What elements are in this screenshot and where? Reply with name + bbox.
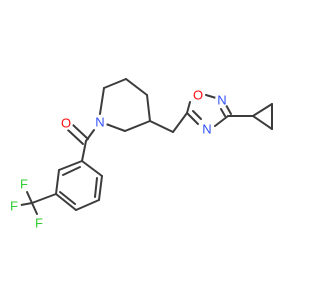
piperidine-nitrogen-label: N <box>95 115 104 130</box>
bond-ar6-ar1 <box>58 160 83 171</box>
bond-n2-c3-double-a <box>225 104 232 115</box>
fluorine-top-backdrop <box>17 177 31 191</box>
bond-ar5-cf3 <box>31 193 57 204</box>
bond-carbonyl-to-aryl <box>81 140 87 162</box>
bond-n2-c3-double-b <box>220 108 226 117</box>
bond-c5-c6 <box>103 78 127 89</box>
bond-c6-n <box>99 87 105 115</box>
bond-o1-n2 <box>205 94 217 99</box>
fluorine-left-backdrop <box>7 199 21 213</box>
bond-carbonyl-double-a <box>72 124 89 140</box>
bond-cf3-f-left <box>20 202 33 206</box>
bond-cp-a-c <box>252 115 273 130</box>
fluorine-top-atom: F <box>17 177 31 192</box>
oxadiazole-oxygen-backdrop <box>191 88 205 102</box>
bond-ar6-ar1-inner <box>62 166 81 176</box>
fluorine-top-label: F <box>20 177 28 192</box>
fluorine-bottom-atom: F <box>32 216 46 231</box>
bond-ar2-ar3-inner <box>94 177 98 198</box>
fluorine-left-atom: F <box>7 199 21 214</box>
bond-c3-c4 <box>146 94 151 122</box>
oxadiazole-nitrogen-top-atom: N <box>215 93 229 108</box>
bond-ar5-ar6 <box>55 169 60 195</box>
piperidine-nitrogen-backdrop <box>93 115 107 129</box>
carbonyl-oxygen-backdrop <box>59 116 73 130</box>
bond-cp-a-b <box>252 103 273 117</box>
bond-c4-c5 <box>125 78 148 96</box>
oxadiazole-oxygen-atom: O <box>191 88 205 103</box>
oxadiazole-nitrogen-top-label: N <box>217 93 226 108</box>
bond-ar1-ar2 <box>81 160 103 177</box>
bond-ar3-ar4 <box>75 199 100 211</box>
bond-layer <box>20 78 273 215</box>
bond-cf3-f-top <box>26 191 33 204</box>
fluorine-bottom-backdrop <box>32 216 46 230</box>
piperidine-nitrogen-atom: N <box>93 115 107 130</box>
oxadiazole-nitrogen-bottom-backdrop <box>200 122 214 136</box>
bond-carbonyl-double-b <box>67 129 84 145</box>
bond-carbonyl-to-n <box>85 129 95 142</box>
bond-c5-o1 <box>186 101 191 114</box>
bond-c3-ch2 <box>149 120 174 133</box>
bond-n-c2 <box>105 123 126 132</box>
bond-ch2-oxadiazole <box>172 112 188 133</box>
bond-n4-c5-double-b <box>192 110 202 120</box>
oxadiazole-nitrogen-bottom-atom: N <box>200 122 214 137</box>
bond-ar4-ar5-inner <box>59 191 76 205</box>
oxadiazole-oxygen-label: O <box>193 88 203 103</box>
fluorine-bottom-label: F <box>35 216 43 231</box>
carbonyl-oxygen-label: O <box>61 116 71 131</box>
bond-c3-n4 <box>214 115 229 127</box>
oxadiazole-nitrogen-top-backdrop <box>215 93 229 107</box>
oxadiazole-nitrogen-bottom-label: N <box>202 122 211 137</box>
carbonyl-oxygen-atom: O <box>59 116 73 131</box>
bond-n4-c5-double-a <box>186 112 199 125</box>
bond-ar2-ar3 <box>98 175 103 201</box>
fluorine-left-label: F <box>10 199 18 214</box>
bond-c2-c3 <box>124 120 151 132</box>
bond-ar4-ar5 <box>55 193 77 211</box>
bond-cf3-f-bottom <box>31 202 38 215</box>
